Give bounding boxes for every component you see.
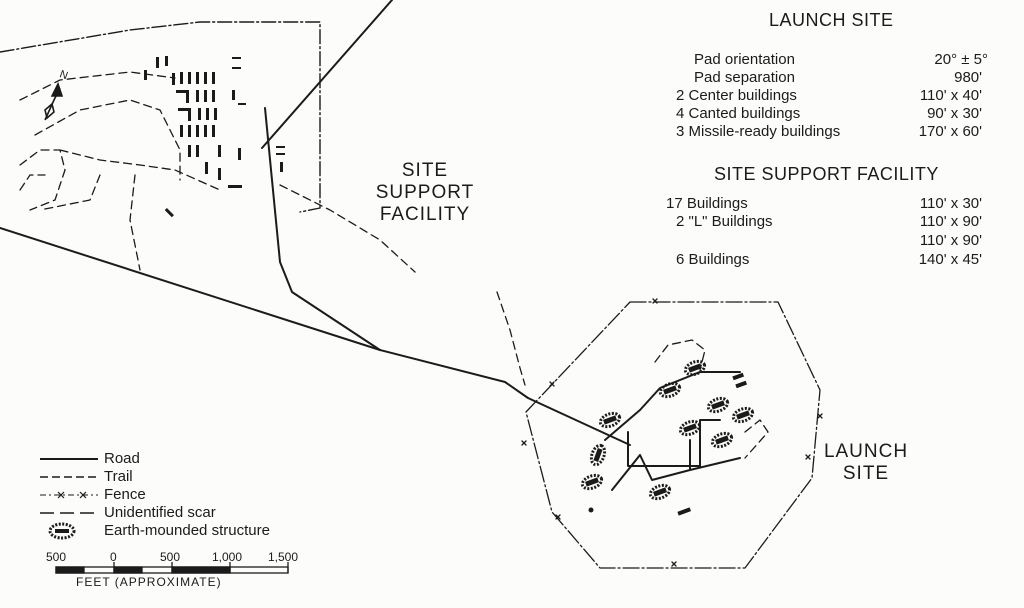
earth-mounded-structures bbox=[580, 359, 755, 516]
trail-network bbox=[19, 71, 769, 459]
mound-9 bbox=[580, 473, 604, 491]
spec-label-17-buildings: 17 Buildings bbox=[666, 195, 748, 212]
spec-value-17-buildings: 110' x 30' bbox=[919, 195, 982, 212]
scale-tick-label: 500 bbox=[46, 550, 67, 564]
spec-value-l-buildings-1: 110' x 90' bbox=[919, 213, 982, 230]
north-marker: N bbox=[58, 68, 70, 82]
road-network bbox=[0, 0, 741, 491]
site-support-fence bbox=[0, 21, 321, 213]
scale-tick-label: 1,000 bbox=[212, 550, 243, 564]
scale-tick-label: 0 bbox=[110, 550, 117, 564]
spec-label-pad-separation: Pad separation bbox=[694, 69, 795, 86]
spec-value-missile-ready-buildings: 170' x 60' bbox=[918, 123, 982, 140]
support-road bbox=[264, 107, 381, 351]
scale-bar bbox=[55, 562, 289, 574]
launch-site-heading: LAUNCH SITE bbox=[769, 10, 894, 30]
launch-site-road bbox=[604, 371, 741, 491]
support-buildings bbox=[144, 56, 285, 218]
legend-symbols bbox=[40, 458, 98, 540]
north-arrow bbox=[44, 81, 64, 121]
main-road bbox=[0, 227, 631, 446]
mound-2 bbox=[683, 359, 707, 377]
mound-4 bbox=[731, 406, 755, 424]
mound-8 bbox=[589, 443, 607, 467]
spec-label-pad-orientation: Pad orientation bbox=[694, 51, 795, 68]
legend-mound-label: Earth-mounded structure bbox=[104, 522, 270, 539]
site-support-facility-label: SITE SUPPORT FACILITY bbox=[375, 160, 475, 225]
spec-label-center-buildings: 2 Center buildings bbox=[676, 87, 797, 104]
spec-value-pad-orientation: 20° ± 5° bbox=[934, 51, 988, 68]
spec-label-missile-ready-buildings: 3 Missile-ready buildings bbox=[676, 123, 841, 140]
launch-site-fence bbox=[525, 301, 821, 569]
mound-5 bbox=[678, 419, 702, 437]
site-support-heading: SITE SUPPORT FACILITY bbox=[714, 164, 939, 184]
legend-road-label: Road bbox=[104, 450, 140, 467]
spec-label-canted-buildings: 4 Canted buildings bbox=[676, 105, 801, 122]
mound-3 bbox=[706, 396, 730, 414]
spec-value-pad-separation: 980' bbox=[954, 69, 982, 86]
mound-1 bbox=[658, 381, 682, 399]
legend-scar-label: Unidentified scar bbox=[104, 504, 216, 521]
mound-6 bbox=[710, 431, 734, 449]
scale-tick-label: 500 bbox=[160, 550, 181, 564]
spec-value-canted-buildings: 90' x 30' bbox=[927, 105, 982, 122]
scale-unit-label: FEET (APPROXIMATE) bbox=[76, 575, 222, 589]
north-road bbox=[261, 0, 393, 149]
launch-site-map-label: LAUNCH SITE bbox=[823, 441, 909, 484]
legend-fence-label: Fence bbox=[104, 486, 146, 503]
fence-markers bbox=[521, 298, 823, 567]
spec-value-6-buildings: 140' x 45' bbox=[918, 251, 982, 268]
spec-value-center-buildings: 110' x 40' bbox=[919, 87, 982, 104]
spec-value-l-buildings-2: 110' x 90' bbox=[919, 232, 982, 249]
spec-label-6-buildings: 6 Buildings bbox=[676, 251, 750, 268]
mound-7 bbox=[598, 411, 622, 429]
legend-trail-label: Trail bbox=[104, 468, 133, 485]
legend-mound-symbol bbox=[48, 522, 76, 540]
mound-10 bbox=[648, 483, 672, 501]
legend-fence-symbol bbox=[40, 491, 98, 499]
scale-tick-label: 1,500 bbox=[268, 550, 299, 564]
spec-label-l-buildings: 2 "L" Buildings bbox=[676, 213, 773, 230]
